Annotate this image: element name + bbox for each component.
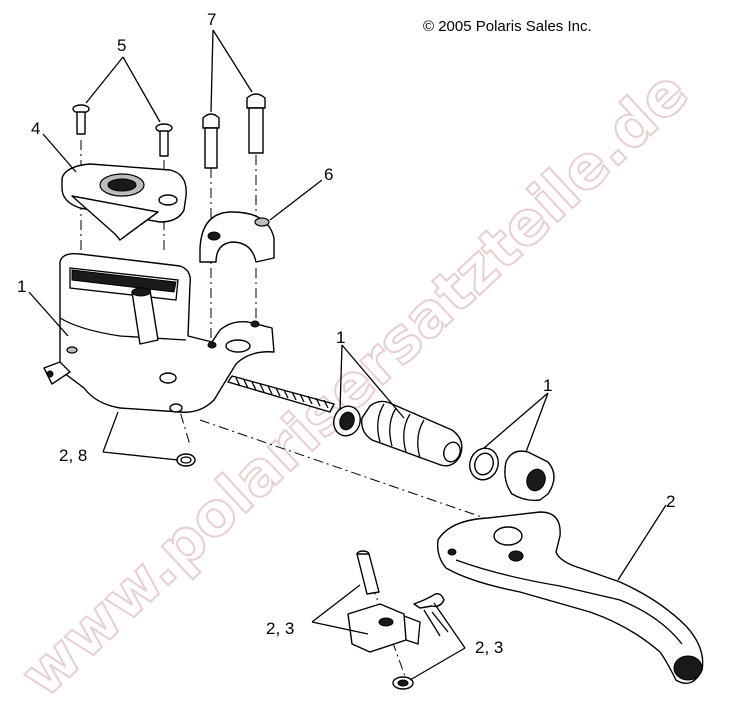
master-cylinder-body	[43, 252, 275, 413]
washer-ring	[469, 447, 499, 481]
lever-pivot-pin	[356, 550, 380, 595]
callout-1-boot: 1	[543, 376, 552, 395]
callout-labels: 5 7 4 6 1 1 1 2 2, 8 2, 3 2, 3	[17, 10, 675, 657]
cover-screws	[72, 104, 173, 157]
brake-lever	[436, 511, 704, 684]
reservoir-cover	[61, 163, 187, 241]
callout-5: 5	[117, 36, 126, 55]
clamp-bolt-left	[202, 113, 220, 169]
callout-1-piston: 1	[336, 328, 345, 347]
callout-2-3-left: 2, 3	[266, 619, 294, 638]
handlebar-clamp	[199, 211, 275, 263]
pivot-bushing	[347, 603, 421, 653]
cover-screw-right	[155, 123, 173, 157]
retaining-clip	[392, 676, 414, 690]
callout-2-3-right: 2, 3	[475, 638, 503, 657]
leader-lines	[28, 29, 667, 681]
copyright-text: © 2005 Polaris Sales Inc.	[423, 18, 592, 35]
clip-ring	[176, 453, 196, 467]
callout-1-body: 1	[17, 277, 26, 296]
clamp-bolt-right	[246, 93, 266, 154]
clamp-bolts	[202, 93, 266, 169]
callout-2-lever: 2	[666, 492, 675, 511]
lever-spring	[413, 593, 449, 637]
callout-6: 6	[324, 165, 333, 184]
callout-2-8: 2, 8	[59, 446, 87, 465]
piston-seal	[333, 405, 361, 437]
piston-spring	[227, 375, 335, 413]
callout-4: 4	[31, 119, 40, 138]
cover-screw-left	[72, 104, 90, 135]
piston	[361, 400, 463, 467]
dust-boot	[504, 450, 555, 502]
callout-7: 7	[207, 10, 216, 29]
